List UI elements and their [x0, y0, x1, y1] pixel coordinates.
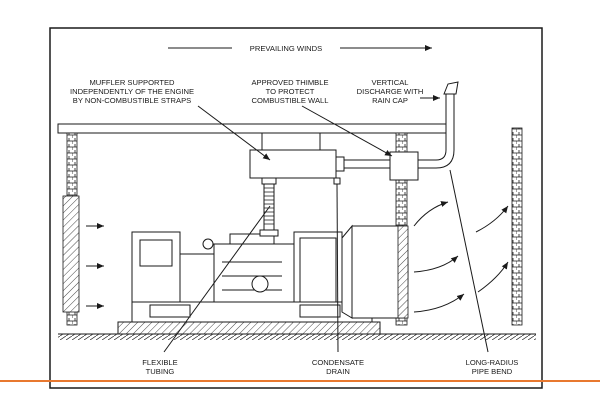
svg-text:PIPE BEND: PIPE BEND [472, 367, 513, 376]
callout-vertical-discharge: VERTICAL DISCHARGE WITH RAIN CAP [357, 78, 440, 105]
svg-text:RAIN CAP: RAIN CAP [372, 96, 408, 105]
discharge-airflow-arrows [413, 201, 509, 313]
svg-text:DRAIN: DRAIN [326, 367, 350, 376]
callout-condensate-drain: CONDENSATE DRAIN [312, 183, 364, 376]
condensate-drain [333, 177, 341, 185]
callout-flexible-tubing: FLEXIBLE TUBING [142, 205, 271, 376]
generator-set [131, 231, 373, 323]
svg-text:FLEXIBLE: FLEXIBLE [142, 358, 177, 367]
wall-thimble [389, 151, 419, 181]
svg-text:TO PROTECT: TO PROTECT [266, 87, 315, 96]
svg-text:VERTICAL: VERTICAL [372, 78, 409, 87]
svg-text:TUBING: TUBING [146, 367, 175, 376]
intake-airflow-arrows [86, 223, 104, 309]
rain-cap [443, 81, 459, 95]
svg-text:INDEPENDENTLY OF THE ENGINE: INDEPENDENTLY OF THE ENGINE [70, 87, 194, 96]
exhaust-pipe [343, 159, 393, 169]
prevailing-winds-label: PREVAILING WINDS [250, 44, 322, 53]
callout-thimble: APPROVED THIMBLE TO PROTECT COMBUSTIBLE … [251, 78, 393, 157]
air-intake-louver [62, 195, 80, 313]
svg-text:DISCHARGE WITH: DISCHARGE WITH [357, 87, 424, 96]
svg-text:CONDENSATE: CONDENSATE [312, 358, 364, 367]
far-right-wall [511, 127, 523, 326]
floor-ground [58, 334, 536, 340]
svg-text:COMBUSTIBLE WALL: COMBUSTIBLE WALL [252, 96, 329, 105]
prevailing-winds-indicator: PREVAILING WINDS [168, 44, 432, 53]
svg-text:BY NON-COMBUSTIBLE STRAPS: BY NON-COMBUSTIBLE STRAPS [73, 96, 191, 105]
generator-base [117, 321, 381, 335]
callout-muffler: MUFFLER SUPPORTED INDEPENDENTLY OF THE E… [70, 78, 271, 161]
radiator-duct [341, 224, 409, 319]
ceiling-slab [57, 123, 453, 134]
svg-text:MUFFLER SUPPORTED: MUFFLER SUPPORTED [89, 78, 175, 87]
svg-text:APPROVED THIMBLE: APPROVED THIMBLE [251, 78, 328, 87]
callout-long-radius: LONG-RADIUS PIPE BEND [449, 169, 519, 376]
svg-text:LONG-RADIUS: LONG-RADIUS [466, 358, 519, 367]
